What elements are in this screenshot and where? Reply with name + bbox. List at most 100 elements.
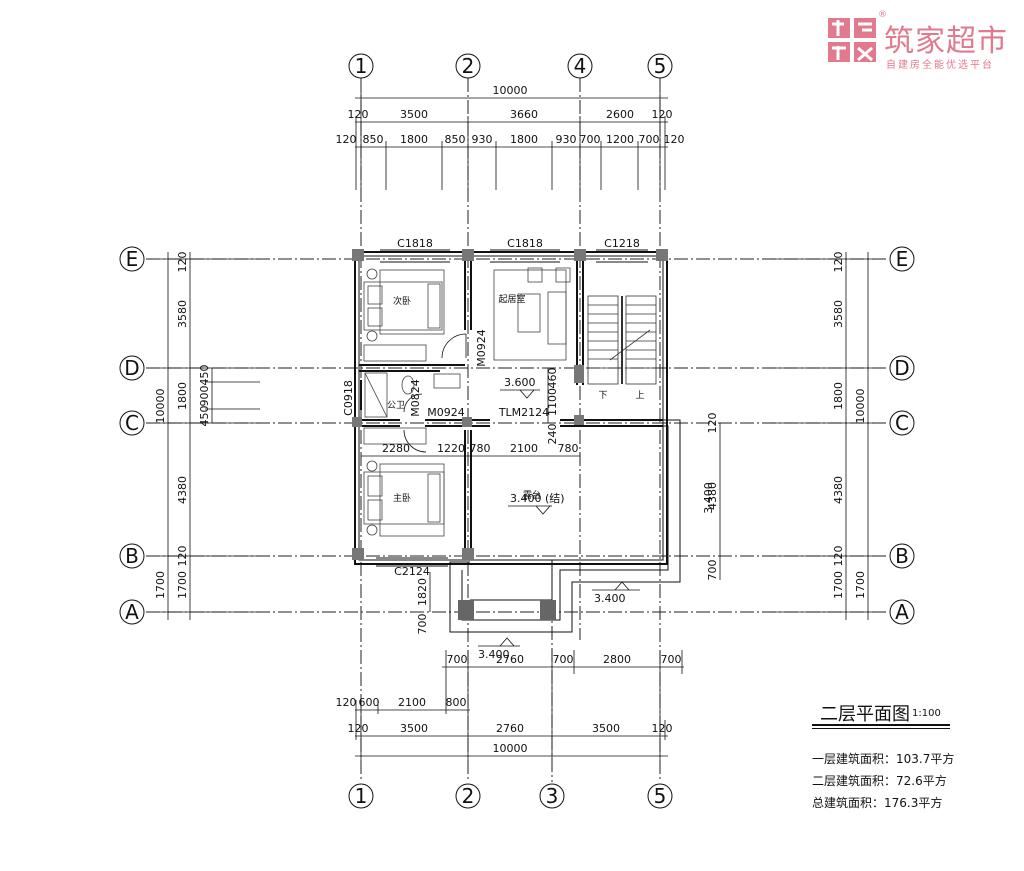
- dim-label: 1700: [154, 571, 167, 599]
- axis-label: 1: [355, 54, 368, 78]
- dims-bottom: [355, 650, 684, 760]
- dim-label: 450: [198, 365, 211, 386]
- dim-label: 3660: [510, 108, 538, 121]
- elevation-label: 3.600: [504, 376, 536, 389]
- axis-label: B: [125, 544, 139, 568]
- dim-label: 700: [447, 653, 468, 666]
- elevation-label: 3.400: [594, 592, 626, 605]
- area-value: 176.3平方: [884, 796, 943, 810]
- dim-label: 2760: [496, 653, 524, 666]
- inner-dim: 1220: [437, 442, 465, 455]
- door-label: M0924: [475, 329, 488, 367]
- columns: [352, 249, 668, 560]
- window-marks: [376, 249, 648, 567]
- dim-label: 2600: [606, 108, 634, 121]
- door-label: TLM2124: [498, 406, 549, 419]
- window-label: C2124: [394, 565, 430, 578]
- dim-label: 10000: [854, 389, 867, 424]
- dim-label: 600: [359, 696, 380, 709]
- axis-top: 1 2 4 5: [348, 53, 673, 79]
- axis-label: 3: [546, 784, 559, 808]
- dim-label: 1800: [400, 133, 428, 146]
- dim-label: 1800: [176, 382, 189, 410]
- dims-top: [355, 92, 668, 190]
- dim-label: 1200: [606, 133, 634, 146]
- room-label: 公卫: [387, 400, 405, 411]
- inner-dim: 460: [546, 368, 559, 389]
- title-underline: [812, 724, 950, 726]
- dim-label: 930: [556, 133, 577, 146]
- axis-label: D: [894, 356, 909, 380]
- dim-label: 1800: [510, 133, 538, 146]
- inner-dim: 4380: [706, 482, 719, 510]
- axis-label: 4: [574, 54, 587, 78]
- inner-dim: 240: [546, 424, 559, 445]
- inner-dim: 1100: [546, 388, 559, 416]
- dim-label: 3500: [400, 108, 428, 121]
- dim-label: 700: [661, 653, 682, 666]
- stair: [587, 295, 657, 385]
- dims-left: [160, 252, 260, 620]
- door-label: M0824: [409, 379, 422, 417]
- logo-mark-icon: [828, 18, 876, 62]
- area-label: 一层建筑面积：: [812, 752, 897, 766]
- axis-right: E D C B A: [889, 246, 915, 625]
- area-value: 72.6平方: [896, 774, 947, 788]
- elevation-marks: [478, 389, 640, 647]
- dim-label: 1700: [854, 571, 867, 599]
- axis-label: 1: [355, 784, 368, 808]
- area-value: 103.7平方: [896, 752, 955, 766]
- door-swings: [403, 333, 467, 453]
- dim-label: 120: [652, 722, 673, 735]
- area-row-first-floor: 一层建筑面积：103.7平方: [812, 748, 1012, 770]
- area-label: 二层建筑面积：: [812, 774, 897, 788]
- dim-label: 850: [363, 133, 384, 146]
- axis-label: 2: [462, 784, 475, 808]
- dim-bottom-total: 10000: [493, 742, 528, 755]
- dim-label: 4380: [176, 476, 189, 504]
- dim-label: 900: [198, 386, 211, 407]
- axis-label: 5: [654, 54, 667, 78]
- inner-dim: 780: [558, 442, 579, 455]
- inner-dim: 780: [470, 442, 491, 455]
- dim-label: 3500: [592, 722, 620, 735]
- room-label: 主卧: [393, 492, 411, 504]
- dim-label: 120: [176, 546, 189, 567]
- dim-label: 700: [553, 653, 574, 666]
- brand-name: 筑家超市: [884, 24, 1008, 59]
- dim-label: 120: [176, 252, 189, 273]
- dim-label: 120: [348, 722, 369, 735]
- dim-label: 3500: [400, 722, 428, 735]
- axis-label: 2: [462, 54, 475, 78]
- dim-label: 700: [639, 133, 660, 146]
- door-label: M0924: [427, 406, 465, 419]
- plan-scale: 1:100: [912, 708, 941, 719]
- axis-label: D: [124, 356, 139, 380]
- area-summary: 一层建筑面积：103.7平方 二层建筑面积：72.6平方 总建筑面积：176.3…: [812, 748, 1012, 814]
- plan-title: 二层平面图: [820, 704, 910, 725]
- room-label: 次卧: [393, 295, 411, 307]
- dim-label: 2100: [398, 696, 426, 709]
- axis-label: A: [895, 600, 909, 624]
- inner-dim: 2100: [510, 442, 538, 455]
- dim-label: 700: [580, 133, 601, 146]
- dim-label: 2760: [496, 722, 524, 735]
- dim-top-total: 10000: [493, 84, 528, 97]
- bed-secondary: [363, 268, 445, 362]
- window-label: C0918: [342, 380, 355, 416]
- room-label: 露台: [523, 489, 541, 501]
- dim-label: 120: [832, 546, 845, 567]
- dim-label: 3580: [832, 300, 845, 328]
- room-label: 起居室: [498, 293, 525, 305]
- area-row-total: 总建筑面积：176.3平方: [812, 792, 1012, 814]
- inner-dims: [361, 368, 721, 612]
- dim-label: 850: [445, 133, 466, 146]
- brand-tagline: 自建房全能优选平台: [886, 60, 994, 71]
- dim-label: 3580: [176, 300, 189, 328]
- axis-label: A: [125, 600, 139, 624]
- elevation-label: 3.400: [702, 482, 715, 514]
- dim-label: 800: [446, 696, 467, 709]
- stair-down-label: 下: [598, 391, 607, 401]
- area-label: 总建筑面积：: [812, 796, 885, 810]
